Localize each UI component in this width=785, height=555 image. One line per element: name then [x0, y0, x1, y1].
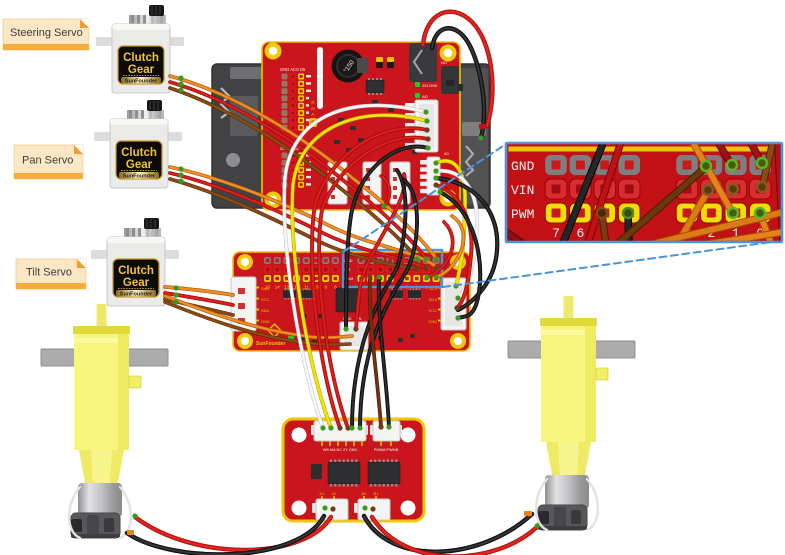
- svg-text:SDA: SDA: [261, 308, 270, 313]
- svg-text:Tilt Servo: Tilt Servo: [26, 267, 72, 279]
- svg-text:Steering Servo: Steering Servo: [10, 27, 83, 39]
- svg-text:R: R: [311, 100, 315, 105]
- svg-text:SDA: SDA: [429, 297, 438, 302]
- svg-text:A1: A1: [320, 491, 326, 496]
- svg-text:Gear: Gear: [128, 64, 155, 76]
- svg-text:GND ACS D5: GND ACS D5: [280, 67, 306, 72]
- svg-text:SunFounder: SunFounder: [120, 292, 153, 298]
- svg-text:Gear: Gear: [126, 159, 153, 171]
- svg-text:3X3 GND: 3X3 GND: [422, 84, 438, 88]
- svg-text:GND: GND: [428, 319, 437, 324]
- svg-text:VCC: VCC: [429, 308, 438, 313]
- svg-text:10: 10: [313, 285, 319, 290]
- svg-text:WB MA NC 2Y GND: WB MA NC 2Y GND: [323, 448, 358, 452]
- svg-text:SunFounder: SunFounder: [125, 79, 158, 85]
- svg-text:A0: A0: [444, 152, 449, 156]
- svg-text:PWM: PWM: [511, 207, 534, 222]
- svg-text:B2: B2: [362, 491, 368, 496]
- svg-text:A/D: A/D: [422, 95, 428, 99]
- svg-text:SAD: SAD: [261, 286, 269, 291]
- svg-text:11: 11: [304, 285, 309, 290]
- svg-text:GND: GND: [261, 319, 270, 324]
- svg-text:SCL: SCL: [429, 286, 438, 291]
- svg-text:GND: GND: [511, 159, 535, 174]
- svg-text:A2: A2: [332, 491, 338, 496]
- svg-text:VCC: VCC: [261, 297, 270, 302]
- svg-text:VIN: VIN: [511, 183, 534, 198]
- svg-text:PWM: PWM: [344, 277, 353, 281]
- svg-text:H: H: [311, 106, 314, 111]
- svg-text:SunFounder: SunFounder: [256, 341, 285, 347]
- svg-text:Clutch: Clutch: [121, 147, 157, 159]
- svg-text:PWMA PWMB: PWMA PWMB: [374, 448, 399, 452]
- svg-text:Clutch: Clutch: [123, 52, 159, 64]
- svg-text:6: 6: [576, 226, 584, 241]
- svg-text:SunFounder: SunFounder: [123, 174, 156, 180]
- svg-text:8: 8: [334, 285, 337, 290]
- svg-text:Pan Servo: Pan Servo: [22, 155, 73, 167]
- svg-text:7: 7: [552, 226, 560, 241]
- svg-text:NO: NO: [441, 60, 447, 65]
- svg-text:Clutch: Clutch: [118, 265, 154, 277]
- svg-text:14: 14: [275, 285, 281, 290]
- svg-text:1: 1: [732, 226, 740, 241]
- svg-text:B1: B1: [374, 491, 380, 496]
- svg-text:13: 13: [284, 285, 290, 290]
- svg-text:15: 15: [265, 285, 271, 290]
- svg-text:9: 9: [324, 285, 327, 290]
- svg-text:A: A: [311, 112, 314, 117]
- svg-text:Gear: Gear: [123, 277, 150, 289]
